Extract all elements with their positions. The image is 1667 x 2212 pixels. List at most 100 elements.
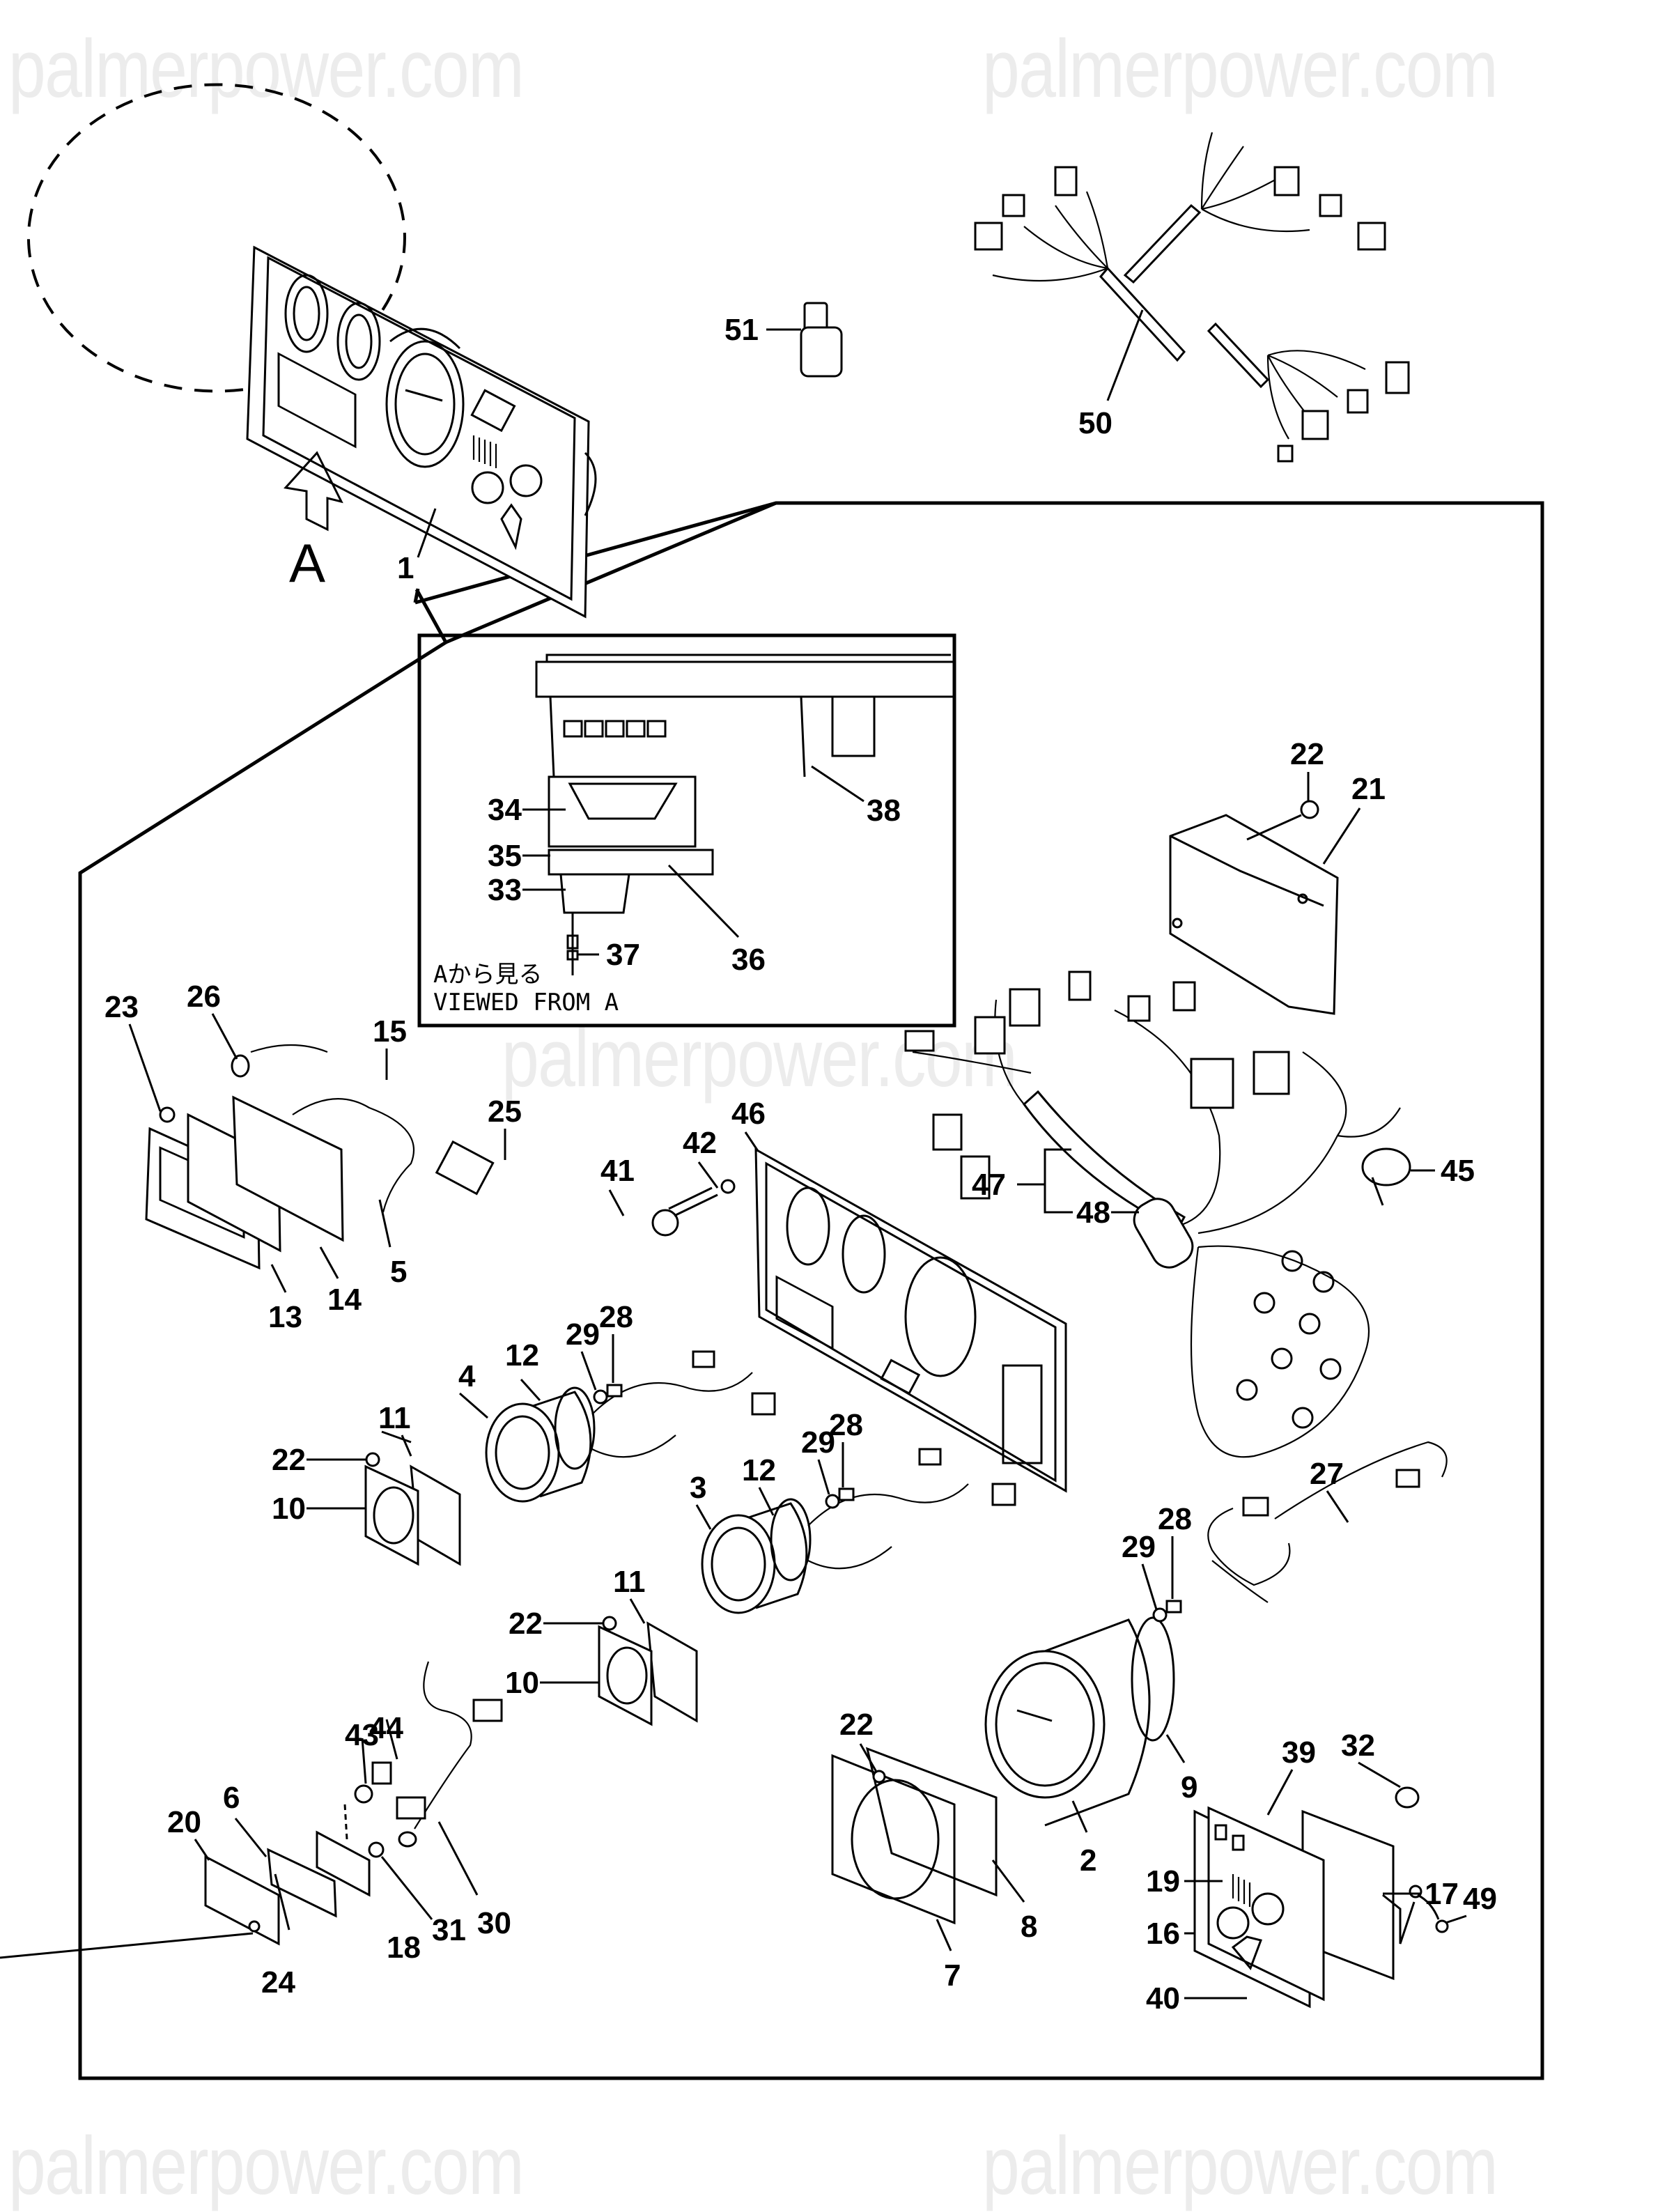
- leader-43: [361, 1738, 367, 1784]
- bulb-29-top: [593, 1389, 608, 1405]
- screw-22-mid: [602, 1616, 617, 1631]
- leader-36: [667, 864, 740, 938]
- leader-12-mid: [758, 1487, 775, 1516]
- callout-11-mid: 11: [613, 1565, 646, 1599]
- leader-14: [319, 1246, 339, 1279]
- callout-7: 7: [944, 1958, 961, 1993]
- leader-26: [211, 1013, 238, 1060]
- barcode-marks: [472, 435, 497, 468]
- leader-41: [608, 1189, 625, 1216]
- relay-51: [800, 302, 843, 378]
- callout-35: 35: [488, 839, 522, 873]
- callout-4: 4: [458, 1359, 476, 1393]
- leader-12a: [381, 1430, 412, 1444]
- bracket-17: [1382, 1894, 1416, 1944]
- view-arrow-a: [284, 451, 343, 532]
- socket-28-low: [1165, 1600, 1182, 1614]
- leader-24: [0, 1932, 254, 1959]
- callout-49: 49: [1463, 1882, 1497, 1916]
- callout-50: 50: [1078, 406, 1112, 440]
- inset-gauge-underside: [535, 653, 956, 975]
- callout-18: 18: [387, 1931, 421, 1965]
- leader-12a: [520, 1378, 541, 1402]
- bulb-29-mid: [825, 1494, 840, 1509]
- callout-29-low: 29: [1122, 1530, 1156, 1564]
- leader-49: [1445, 1915, 1467, 1924]
- callout-30: 30: [477, 1906, 511, 1940]
- leader-23: [128, 1023, 162, 1112]
- leader-18: [274, 1873, 290, 1931]
- callout-15: 15: [373, 1014, 407, 1049]
- pointer-v: [414, 501, 777, 645]
- callout-33: 33: [488, 873, 522, 907]
- screw-22-low: [872, 1770, 886, 1784]
- callout-29-mid: 29: [801, 1425, 835, 1460]
- watermark-bottom-left: palmerpower.com: [8, 2120, 525, 2212]
- callout-26: 26: [187, 980, 221, 1014]
- callout-44: 44: [369, 1711, 403, 1745]
- bulb-43: [354, 1784, 373, 1804]
- bulb-29-low: [1152, 1607, 1168, 1623]
- switch-panel: [1193, 1786, 1449, 2009]
- callout-39: 39: [1282, 1735, 1316, 1770]
- callout-8: 8: [1021, 1910, 1037, 1944]
- callout-3: 3: [690, 1471, 706, 1505]
- mounting-plate-46: [754, 1147, 1067, 1493]
- callout-37: 37: [606, 938, 640, 972]
- socket-28-mid: [838, 1487, 855, 1501]
- callout-29-top: 29: [566, 1317, 600, 1352]
- callout-13: 13: [268, 1300, 302, 1334]
- callout-9: 9: [1181, 1770, 1197, 1804]
- leader-39: [1266, 1769, 1294, 1816]
- inset-view-box: [417, 633, 956, 1028]
- leader-29-mid: [817, 1459, 830, 1495]
- callout-22-low: 22: [839, 1708, 874, 1742]
- screw-23: [159, 1106, 176, 1123]
- harness-27: [1207, 1441, 1448, 1603]
- leader-1: [417, 508, 437, 558]
- cap-32: [1395, 1786, 1420, 1809]
- socket-28-top: [606, 1384, 623, 1398]
- watermark-top-left: palmerpower.com: [8, 23, 525, 115]
- callout-28-top: 28: [599, 1300, 633, 1334]
- leader-44: [385, 1719, 398, 1760]
- controller-21: [1169, 814, 1339, 1015]
- callout-10-mid: 10: [505, 1666, 539, 1700]
- leader-32: [1358, 1761, 1401, 1788]
- callout-31: 31: [432, 1913, 466, 1947]
- callout-47: 47: [972, 1168, 1006, 1202]
- callout-16: 16: [1146, 1917, 1180, 1951]
- callout-11-top: 11: [378, 1401, 411, 1435]
- leader-42: [697, 1161, 719, 1189]
- monitor-display: [145, 1044, 495, 1270]
- wire-harness-50: [974, 132, 1410, 463]
- callout-6: 6: [223, 1781, 240, 1815]
- callout-22-mid: 22: [509, 1607, 543, 1641]
- callout-27: 27: [1310, 1457, 1344, 1491]
- callout-23: 23: [104, 990, 139, 1024]
- callout-14: 14: [327, 1283, 362, 1317]
- inset-caption-en: VIEWED FROM A: [433, 989, 619, 1016]
- screw-24: [248, 1920, 261, 1933]
- socket-30: [398, 1831, 417, 1848]
- leader-11-mid: [629, 1598, 646, 1624]
- leader-38: [811, 765, 864, 803]
- callout-36: 36: [731, 943, 766, 977]
- main-harness-47: [904, 970, 1401, 1458]
- bulb-31: [368, 1841, 385, 1858]
- callout-17: 17: [1425, 1877, 1459, 1911]
- callout-24: 24: [261, 1965, 295, 2000]
- view-label-a: A: [289, 532, 325, 594]
- leader-21: [1322, 807, 1361, 865]
- callout-45: 45: [1441, 1154, 1475, 1188]
- callout-41: 41: [600, 1154, 635, 1188]
- callout-43: 43: [345, 1718, 379, 1752]
- leader-46: [744, 1131, 759, 1152]
- washer-42: [720, 1179, 736, 1194]
- leader-7: [936, 1919, 952, 1951]
- leader-22-low: [859, 1743, 878, 1772]
- callout-38: 38: [867, 794, 901, 828]
- leader-31: [380, 1856, 433, 1920]
- callout-46: 46: [731, 1097, 766, 1131]
- callout-42: 42: [683, 1126, 717, 1160]
